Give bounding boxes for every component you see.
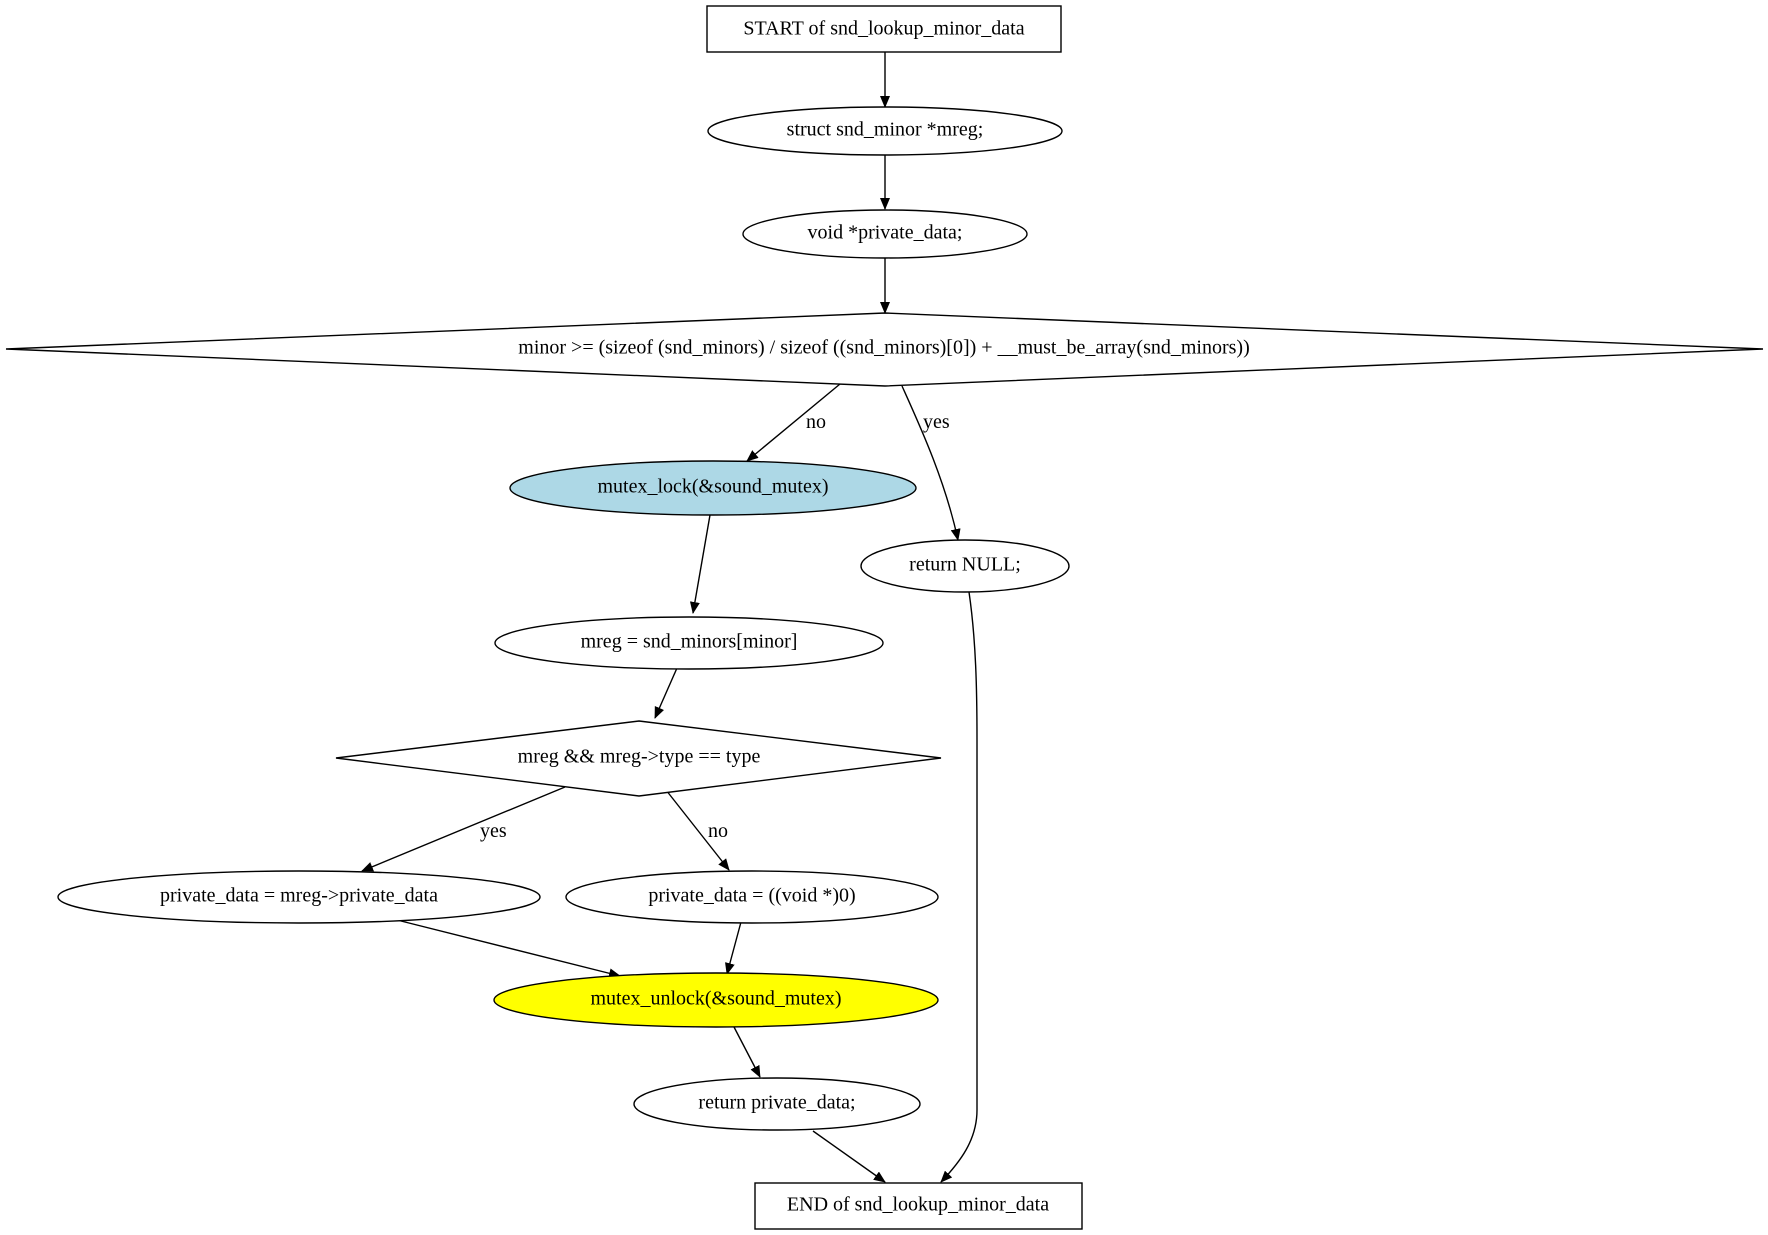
edge-assign-private-to-mutex-unlock	[396, 919, 621, 979]
node-assign-private-label: private_data = mreg->private_data	[160, 885, 438, 907]
node-mutex-unlock: mutex_unlock(&sound_mutex)	[493, 972, 939, 1028]
edges	[361, 52, 978, 1183]
node-mutex-lock-label: mutex_lock(&sound_mutex)	[597, 476, 828, 498]
edge-assign-null-to-mutex-unlock	[725, 921, 742, 975]
node-mutex-unlock-label: mutex_unlock(&sound_mutex)	[590, 988, 841, 1010]
node-decl-private-label: void *private_data;	[808, 222, 963, 244]
node-assign-null: private_data = ((void *)0)	[565, 870, 939, 924]
edge-label-type-yes: yes	[480, 820, 507, 842]
node-assign-mreg-label: mreg = snd_minors[minor]	[581, 631, 798, 653]
node-end-label: END of snd_lookup_minor_data	[787, 1194, 1049, 1216]
edge-mutex-unlock-to-return-private	[733, 1026, 761, 1078]
edge-return-null-to-end	[940, 591, 978, 1183]
edge-mutex-lock-to-assign-mreg	[689, 514, 711, 614]
node-decl-private: void *private_data;	[742, 209, 1028, 259]
node-cond-type: mreg && mreg->type == type	[335, 720, 942, 797]
edge-return-private-to-end	[812, 1130, 886, 1183]
edge-labels: no yes yes no	[480, 411, 950, 842]
edge-cond-minor-to-return-null	[901, 385, 961, 541]
node-return-null: return NULL;	[860, 539, 1070, 593]
edge-label-minor-no: no	[806, 411, 826, 433]
edge-cond-minor-to-mutex-lock	[746, 383, 841, 462]
nodes: START of snd_lookup_minor_data struct sn…	[5, 5, 1764, 1230]
node-cond-minor: minor >= (sizeof (snd_minors) / sizeof (…	[5, 312, 1764, 387]
edge-label-type-no: no	[708, 820, 728, 842]
node-decl-mreg-label: struct snd_minor *mreg;	[787, 119, 984, 141]
node-assign-private: private_data = mreg->private_data	[57, 870, 541, 924]
edge-cond-type-to-assign-private	[361, 786, 566, 872]
edge-cond-type-to-assign-null	[665, 789, 730, 871]
edge-label-minor-yes: yes	[923, 411, 950, 433]
node-return-private: return private_data;	[633, 1077, 921, 1131]
node-start: START of snd_lookup_minor_data	[706, 5, 1062, 53]
node-assign-mreg: mreg = snd_minors[minor]	[494, 616, 884, 670]
mutex-unlock-shape	[493, 972, 939, 1028]
node-mutex-lock: mutex_lock(&sound_mutex)	[509, 460, 917, 516]
mutex-lock-shape	[509, 460, 917, 516]
node-return-null-label: return NULL;	[909, 554, 1021, 576]
node-cond-type-label: mreg && mreg->type == type	[518, 746, 761, 768]
node-cond-minor-label: minor >= (sizeof (snd_minors) / sizeof (…	[518, 337, 1249, 359]
node-start-label: START of snd_lookup_minor_data	[743, 18, 1024, 40]
node-end: END of snd_lookup_minor_data	[754, 1182, 1083, 1230]
edge-assign-mreg-to-cond-type	[654, 667, 678, 719]
node-decl-mreg: struct snd_minor *mreg;	[707, 106, 1063, 156]
node-assign-null-label: private_data = ((void *)0)	[648, 885, 855, 907]
node-return-private-label: return private_data;	[698, 1092, 855, 1114]
